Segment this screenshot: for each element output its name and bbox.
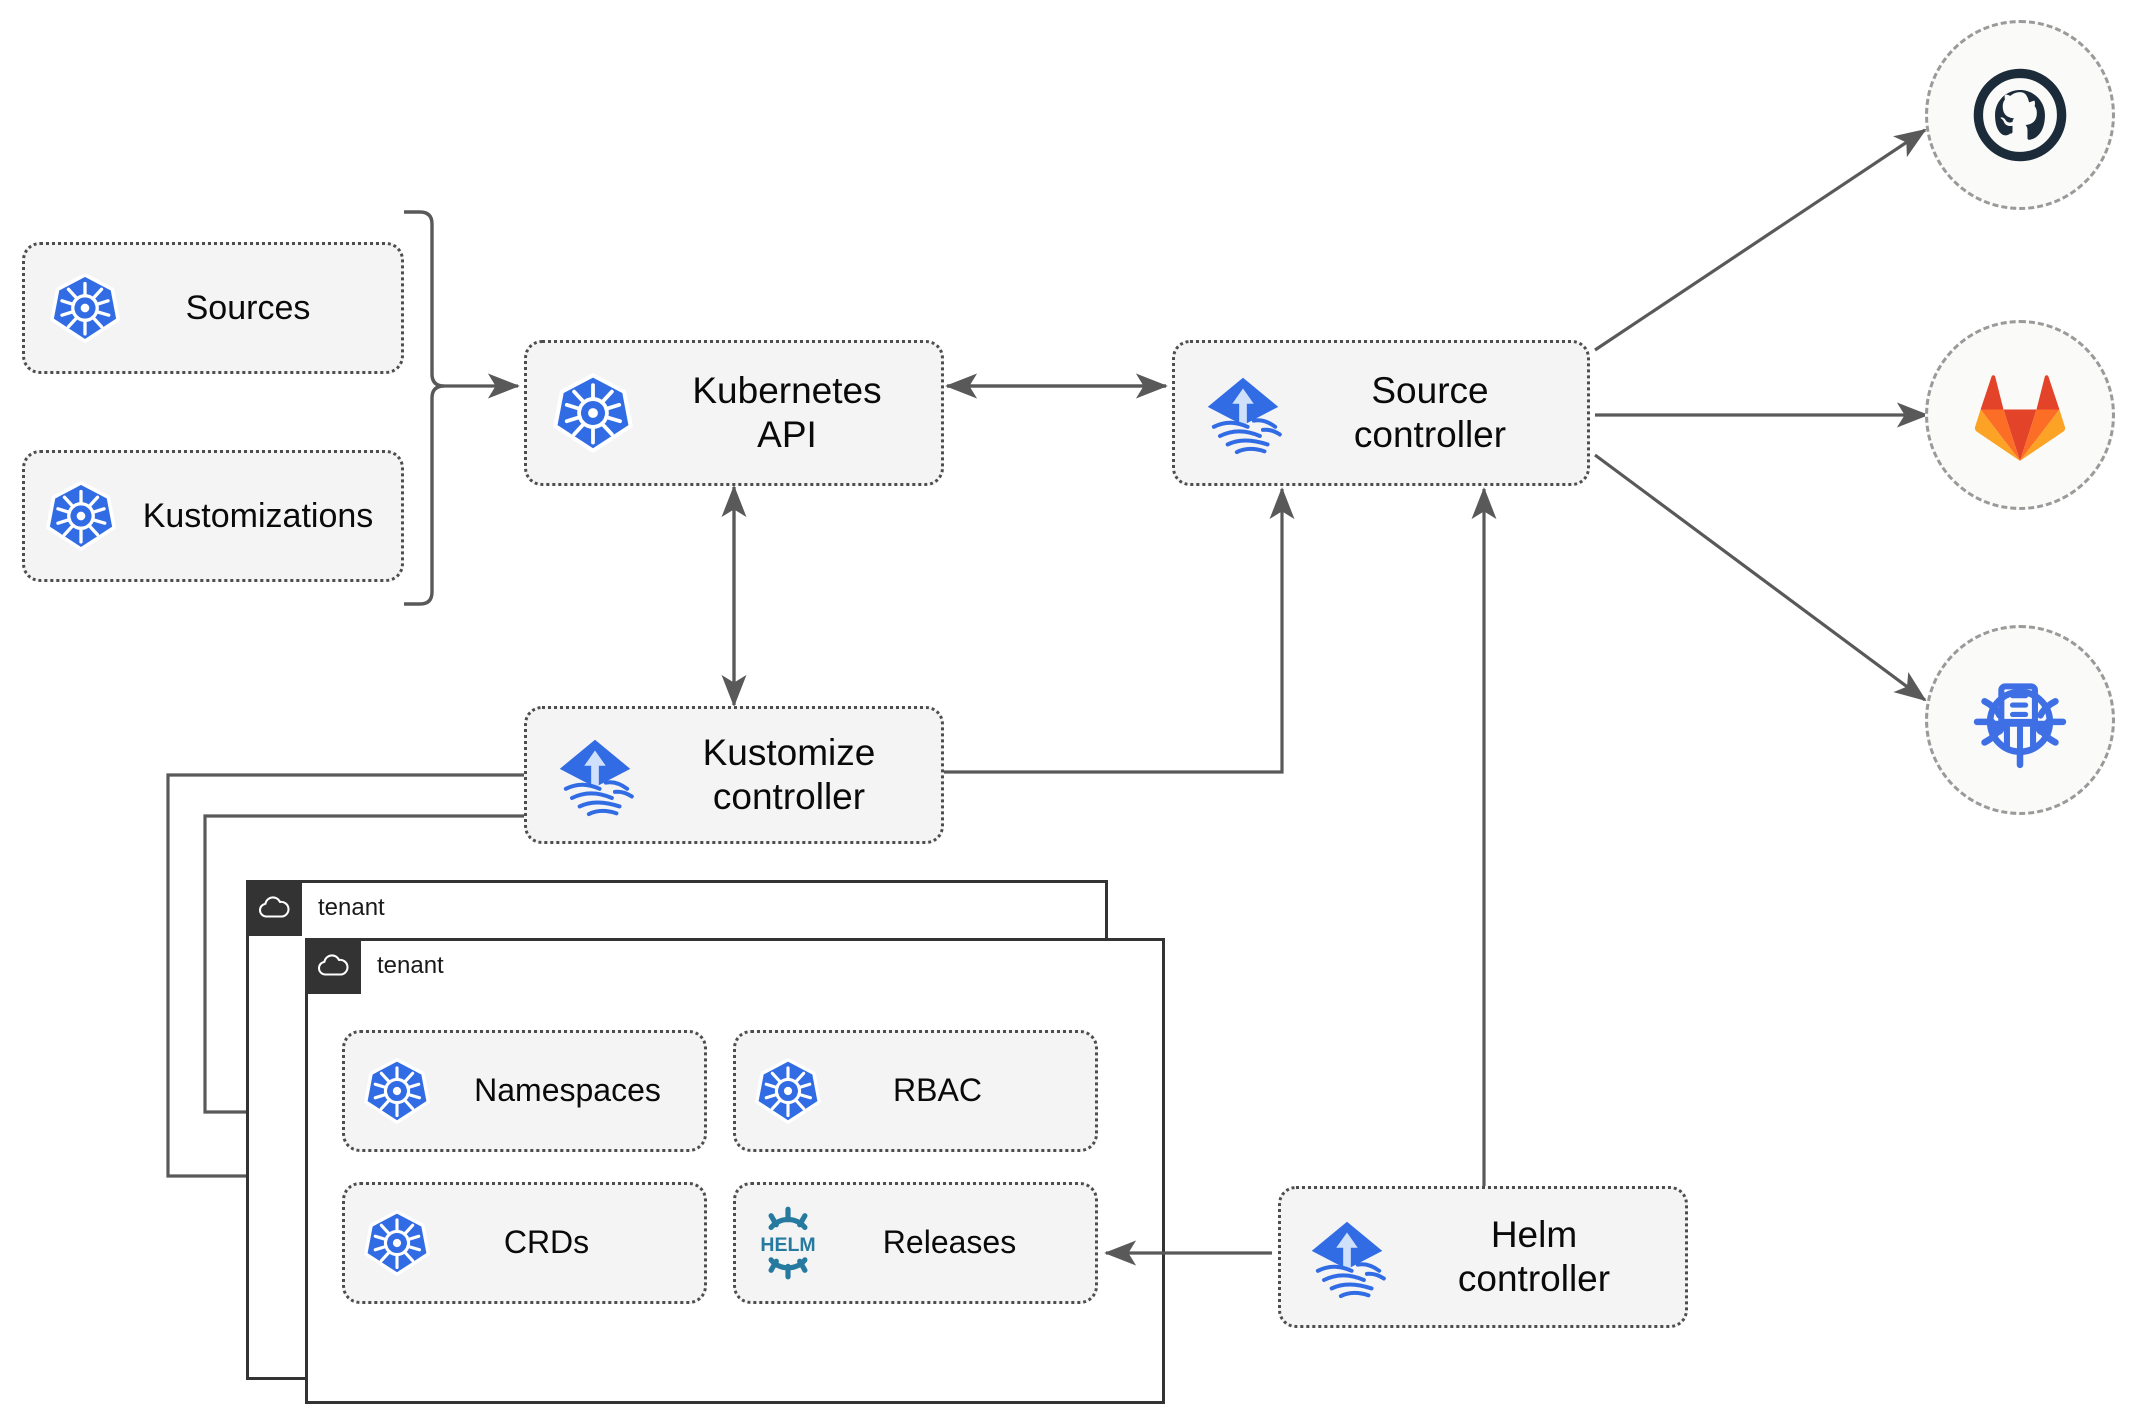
flux-icon (1281, 1211, 1413, 1303)
kubernetes-icon (25, 272, 145, 344)
node-label: RBAC (893, 1072, 982, 1109)
gitlab-icon (1974, 375, 2066, 461)
kubernetes-icon (345, 1057, 449, 1125)
node-source-controller[interactable]: Source controller (1172, 340, 1590, 486)
tenant-header: tenant (305, 938, 444, 994)
flux-icon (1175, 367, 1311, 459)
cloud-icon (246, 880, 302, 936)
kubernetes-icon (345, 1209, 449, 1277)
bucket-icon (1973, 683, 2067, 769)
node-label: Kustomize controller (702, 732, 876, 817)
node-label: Helm controller (1457, 1214, 1611, 1299)
provider-gitlab[interactable] (1925, 320, 2115, 510)
tenant-header: tenant (246, 880, 385, 936)
node-kustomize-controller[interactable]: Kustomize controller (524, 706, 944, 844)
kubernetes-icon (736, 1057, 840, 1125)
tenant-label: tenant (318, 894, 385, 921)
node-helm-controller[interactable]: Helm controller (1278, 1186, 1688, 1328)
node-label: Source controller (1353, 370, 1507, 455)
node-label: CRDs (503, 1224, 590, 1261)
node-kubernetes-api[interactable]: Kubernetes API (524, 340, 944, 486)
node-kustomizations[interactable]: Kustomizations (22, 450, 404, 582)
node-label: Sources (185, 288, 311, 327)
node-namespaces[interactable]: Namespaces (342, 1030, 707, 1152)
node-label: Kubernetes API (692, 370, 882, 455)
node-label: Namespaces (474, 1072, 661, 1109)
node-rbac[interactable]: RBAC (733, 1030, 1098, 1152)
github-icon (1973, 68, 2067, 162)
cloud-icon (305, 938, 361, 994)
svg-text:HELM: HELM (760, 1234, 815, 1256)
kubernetes-icon (25, 480, 137, 552)
node-crds[interactable]: CRDs (342, 1182, 707, 1304)
node-sources[interactable]: Sources (22, 242, 404, 374)
kubernetes-icon (527, 372, 659, 454)
provider-github[interactable] (1925, 20, 2115, 210)
node-label: Releases (882, 1224, 1017, 1261)
node-label: Kustomizations (142, 496, 374, 535)
tenant-container-inner[interactable]: tenant (305, 938, 1165, 1404)
tenant-label: tenant (377, 952, 444, 979)
helm-icon: HELM (736, 1204, 840, 1282)
provider-bucket[interactable] (1925, 625, 2115, 815)
flux-icon (527, 729, 663, 821)
node-releases[interactable]: HELM Releases (733, 1182, 1098, 1304)
